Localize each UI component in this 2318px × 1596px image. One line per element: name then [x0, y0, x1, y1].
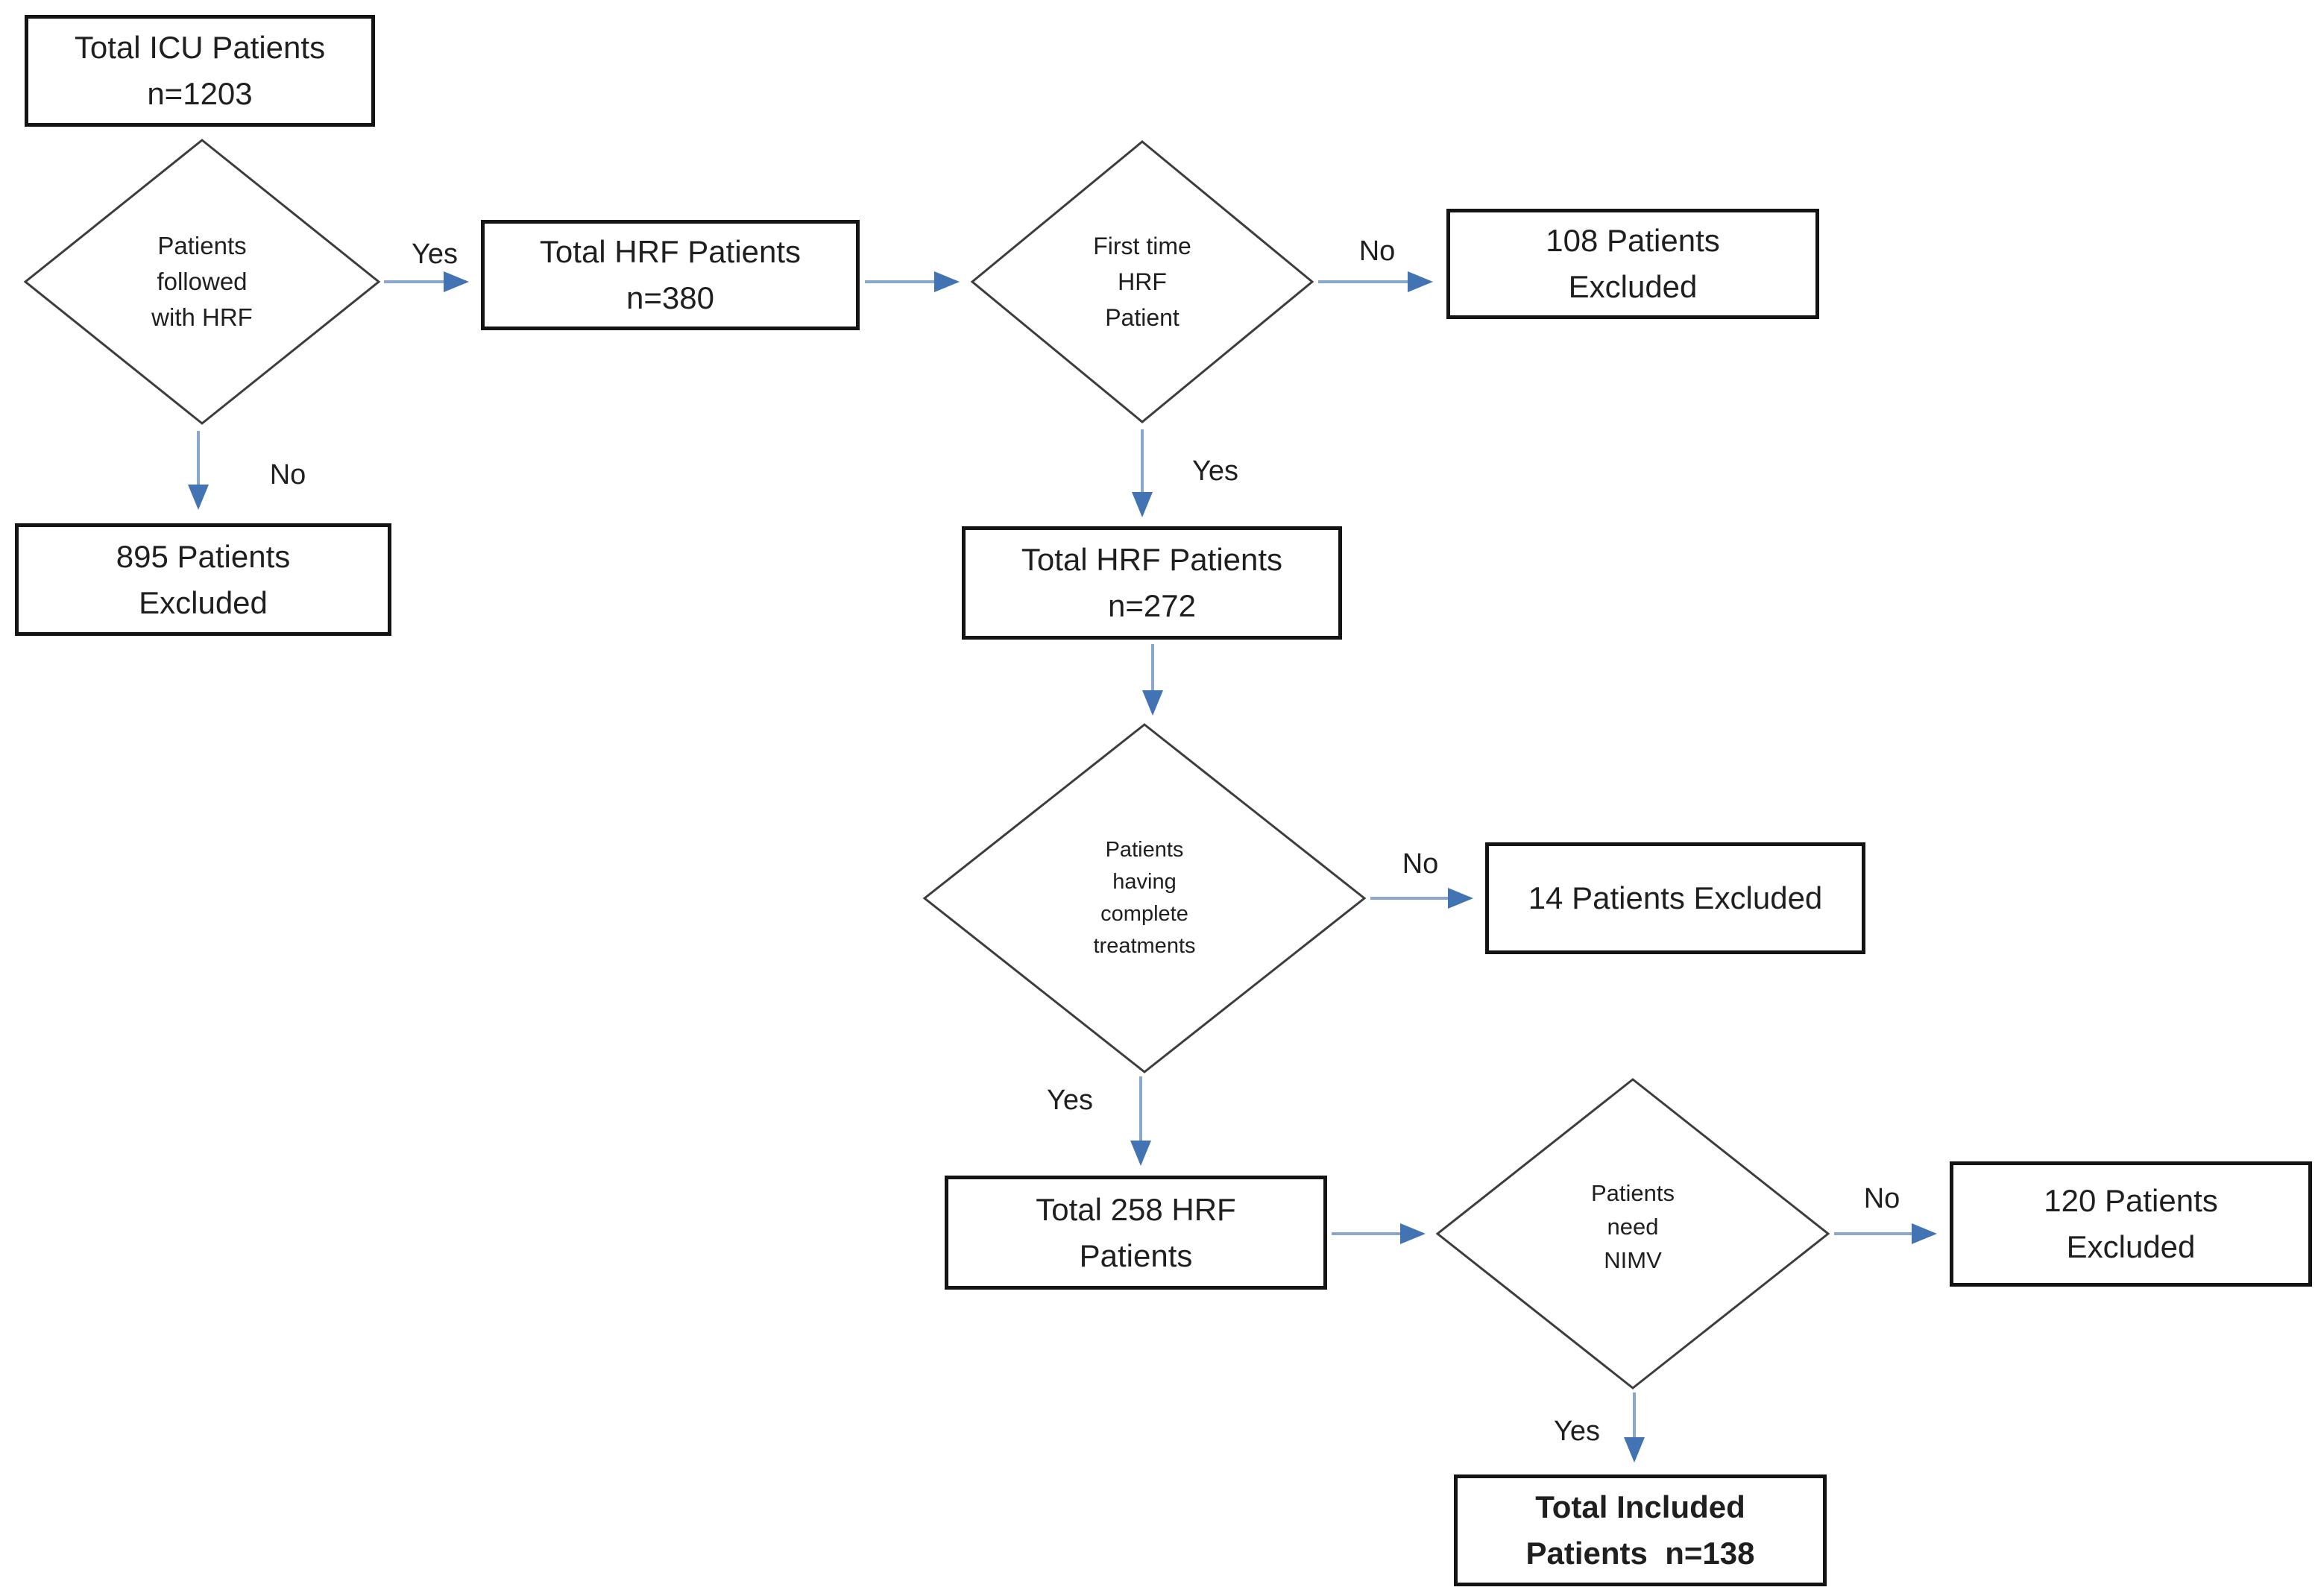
diamond-shape-complete-treatments	[922, 723, 1367, 1073]
box-text-line: Total HRF Patients	[1021, 542, 1283, 577]
box-text-line: 14 Patients Excluded	[1528, 880, 1823, 915]
box-text-line: Total 258 HRF	[1036, 1191, 1236, 1227]
box-text-line: n=380	[626, 280, 714, 315]
box-text-line: Excluded	[1568, 269, 1698, 304]
box-text-line: Total ICU Patients	[74, 30, 326, 65]
box-895-patients-excluded: 895 Patients Excluded	[15, 523, 391, 636]
diamond-shape-need-nimv	[1435, 1078, 1830, 1390]
box-14-patients-excluded: 14 Patients Excluded	[1485, 842, 1865, 954]
diamond-shape-followed-hrf	[23, 139, 381, 425]
box-text-line: 108 Patients	[1546, 223, 1720, 258]
box-total-icu-patients: Total ICU Patients n=1203	[25, 15, 375, 127]
box-text-line: Patients n=138	[1525, 1536, 1755, 1571]
diamond-shape-first-time-hrf	[970, 140, 1314, 423]
box-text-line: 895 Patients	[116, 538, 291, 574]
label-firsttime-yes: Yes	[1192, 455, 1238, 487]
box-108-patients-excluded: 108 Patients Excluded	[1446, 209, 1819, 319]
box-text-line: n=1203	[147, 76, 253, 111]
label-firsttime-no: No	[1358, 236, 1396, 267]
label-complete-no: No	[1402, 848, 1439, 880]
box-total-hrf-380: Total HRF Patients n=380	[481, 220, 860, 330]
box-text-line: 120 Patients	[2044, 1183, 2218, 1218]
box-text-line: Total HRF Patients	[539, 234, 801, 269]
box-text-line: Excluded	[139, 584, 268, 620]
box-text-line: n=272	[1108, 588, 1196, 623]
label-nimv-no: No	[1863, 1183, 1900, 1214]
label-followed-no: No	[269, 459, 306, 491]
box-120-patients-excluded: 120 Patients Excluded	[1950, 1161, 2312, 1287]
box-total-hrf-272: Total HRF Patients n=272	[962, 526, 1342, 640]
box-text-line: Patients	[1079, 1237, 1193, 1273]
box-text-line: Excluded	[2066, 1229, 2196, 1264]
label-followed-yes: Yes	[412, 239, 458, 270]
box-total-258-hrf: Total 258 HRF Patients	[945, 1176, 1327, 1290]
label-complete-yes: Yes	[1047, 1085, 1093, 1116]
box-text-line: Total Included	[1535, 1489, 1745, 1524]
box-total-included-patients: Total Included Patients n=138	[1454, 1474, 1827, 1586]
label-nimv-yes: Yes	[1554, 1416, 1600, 1447]
